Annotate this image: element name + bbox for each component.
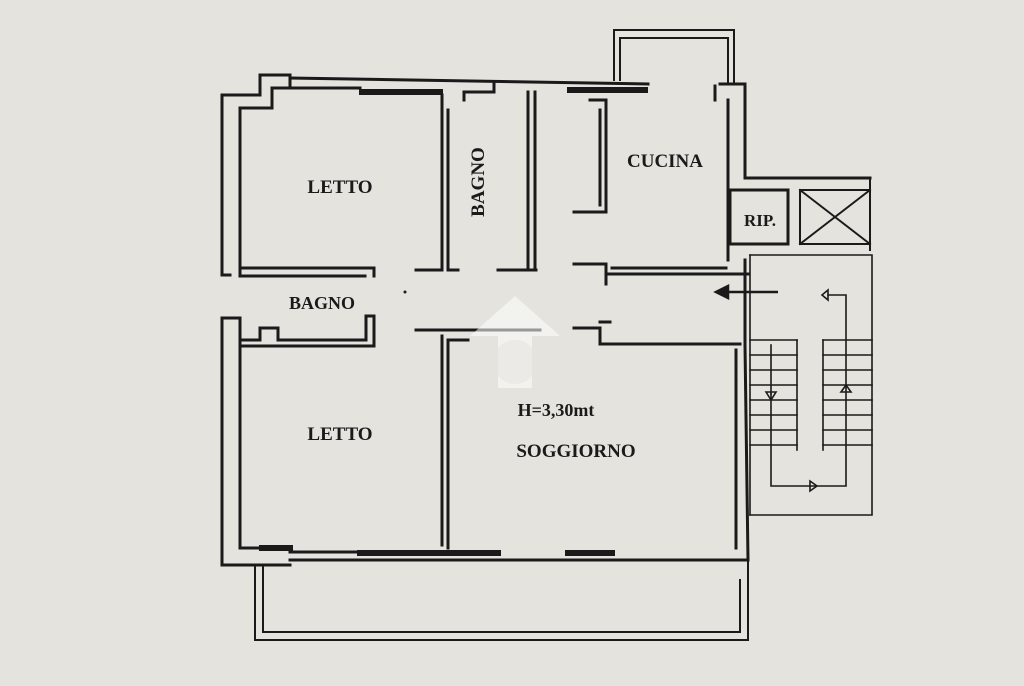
room-label-storage: RIP.	[744, 211, 776, 230]
outer-walls	[220, 73, 872, 567]
balcony-top	[613, 29, 735, 85]
room-height-label: H=3,30mt	[518, 400, 595, 420]
room-label-bedroom-top: LETTO	[307, 177, 372, 198]
room-label-bedroom-bottom: LETTO	[307, 424, 372, 445]
windows	[259, 87, 648, 556]
elevator-shaft	[798, 177, 872, 251]
corridor-dot	[403, 290, 407, 294]
balcony-bottom	[254, 561, 749, 641]
room-label-living-room: SOGGIORNO	[516, 441, 635, 462]
room-label-kitchen: CUCINA	[627, 151, 703, 172]
room-label-bathroom-top: BAGNO	[468, 147, 489, 217]
watermark-logo-icon	[470, 296, 560, 388]
stair-arrows	[764, 288, 853, 493]
entrance-arrow-icon	[713, 283, 778, 301]
stairwell	[749, 254, 873, 516]
room-label-bathroom-middle: BAGNO	[289, 293, 355, 313]
interior-walls	[238, 82, 790, 550]
